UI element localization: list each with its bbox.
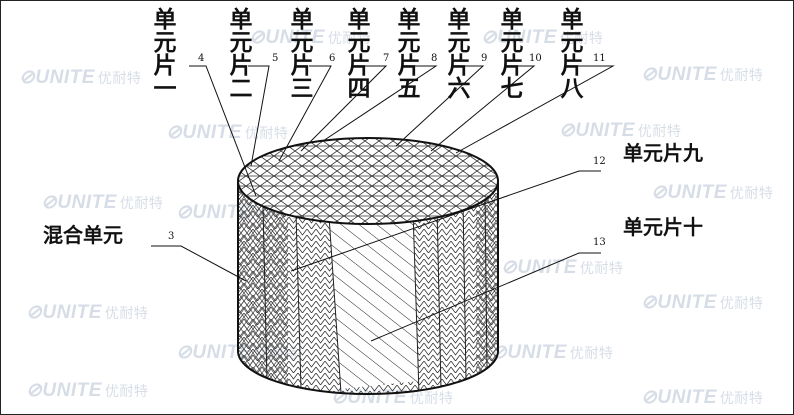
label-piece-2: 单元片二 [229, 7, 253, 102]
ref-number-6: 6 [329, 53, 336, 64]
ref-number-4: 4 [198, 53, 205, 64]
label-piece-5: 单元片五 [397, 7, 421, 102]
ref-number-3: 3 [168, 231, 175, 242]
ref-number-9: 9 [481, 53, 488, 64]
ref-number-10: 10 [529, 53, 542, 64]
label-piece-9: 单元片九 [623, 141, 703, 165]
ref-number-5: 5 [272, 53, 279, 64]
label-piece-10: 单元片十 [623, 215, 703, 239]
label-piece-1: 单元片一 [153, 7, 177, 102]
ref-number-8: 8 [431, 53, 438, 64]
ref-number-7: 7 [383, 53, 390, 64]
cylinder-top [238, 138, 498, 224]
label-piece-4: 单元片四 [347, 7, 371, 102]
ref-number-13: 13 [593, 237, 606, 248]
label-piece-7: 单元片七 [500, 7, 524, 102]
cylinder-side [238, 181, 498, 394]
ref-number-12: 12 [593, 156, 606, 167]
leader-lines [151, 65, 615, 342]
label-piece-8: 单元片八 [560, 7, 584, 102]
label-piece-6: 单元片六 [447, 7, 471, 102]
label-piece-3: 单元片三 [290, 7, 314, 102]
ref-number-11: 11 [593, 53, 606, 64]
label-mixed-unit: 混合单元 [43, 223, 123, 247]
